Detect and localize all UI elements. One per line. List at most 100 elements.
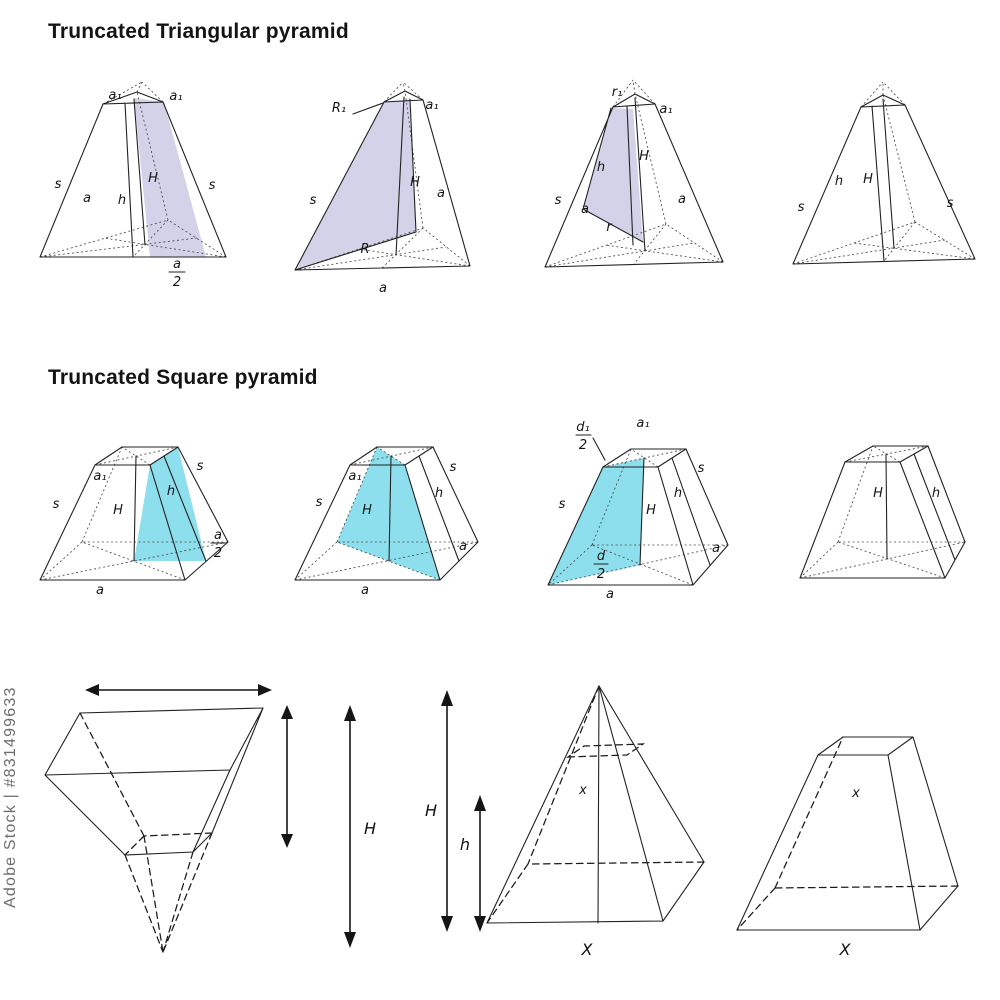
tri3-hidden-lines bbox=[544, 79, 724, 268]
sq1-solid-outline bbox=[39, 446, 229, 581]
tri-diagram-3: r₁ a₁ H h s a r a bbox=[544, 79, 724, 268]
tri1-frac-denominator: 2 bbox=[173, 275, 181, 290]
fig3-H-arrowhead-bottom bbox=[441, 916, 453, 932]
sq3-label-a-right: a bbox=[712, 541, 720, 556]
tri1-label-H: H bbox=[148, 171, 158, 186]
fig1-height-arrowhead-top bbox=[281, 705, 293, 719]
inverted-frustum-figure bbox=[44, 684, 293, 953]
sq2-label-s-top: s bbox=[450, 460, 457, 475]
fig3-dashed-lines bbox=[486, 685, 705, 924]
section-title-triangular: Truncated Triangular pyramid bbox=[48, 20, 349, 43]
fig1-width-arrowhead-left bbox=[85, 684, 99, 696]
sq1-hidden-lines bbox=[39, 446, 229, 581]
tri2-label-R1: R₁ bbox=[332, 101, 346, 116]
tri4-label-h: h bbox=[835, 174, 843, 189]
tri3-label-r: r bbox=[606, 220, 613, 235]
fig4-solid-outline bbox=[736, 736, 959, 931]
sq1-frac-numerator: a bbox=[214, 528, 222, 543]
tri1-frac-numerator: a bbox=[173, 257, 181, 272]
tri4-solid-outline bbox=[792, 94, 976, 265]
fig3-label-h: h bbox=[460, 835, 470, 854]
tri3-label-a-right: a bbox=[678, 192, 686, 207]
sq1-frac-denominator: 2 bbox=[214, 546, 222, 561]
sq3-frac-top-denominator: 2 bbox=[579, 438, 587, 453]
tri2-cross-section bbox=[295, 99, 416, 270]
fig1-solid-outline bbox=[44, 707, 264, 856]
sq2-cross-section bbox=[337, 447, 440, 580]
tri3-label-a-left: a bbox=[581, 202, 589, 217]
sq2-label-a-bottom: a bbox=[361, 583, 369, 598]
tri2-label-R: R bbox=[360, 242, 369, 257]
sq2-label-a-right: a bbox=[459, 539, 467, 554]
sq3-frac-bottom-numerator: d bbox=[597, 549, 606, 564]
sq3-frac-bottom-denominator: 2 bbox=[597, 567, 605, 582]
sq2-solid-outline bbox=[294, 446, 479, 581]
sq-diagram-4: H h bbox=[799, 445, 966, 579]
sq3-label-s-left: s bbox=[559, 497, 566, 512]
tri1-label-a1-right: a₁ bbox=[169, 89, 182, 104]
tri2-label-s: s bbox=[310, 193, 317, 208]
fig3-h-arrowhead-top bbox=[474, 795, 486, 811]
tri2-label-a-right: a bbox=[437, 186, 445, 201]
fig3-label-H: H bbox=[425, 801, 437, 820]
fig3-solid-outline bbox=[486, 685, 705, 924]
sq-diagram-3: d₁ 2 a₁ s s H h a d 2 a bbox=[547, 416, 729, 602]
sq3-solid-outline bbox=[547, 434, 729, 586]
height-arrow-figure: H bbox=[344, 705, 376, 948]
tri3-label-a1: a₁ bbox=[659, 102, 672, 117]
fig3-h-arrowhead-bottom bbox=[474, 916, 486, 932]
fig1-height-arrowhead-bottom bbox=[281, 834, 293, 848]
sq3-hidden-lines bbox=[547, 448, 729, 586]
sq3-cross-section bbox=[548, 458, 644, 585]
fig3-label-x: x bbox=[578, 783, 587, 798]
tri4-label-H: H bbox=[863, 172, 873, 187]
tri3-label-H: H bbox=[639, 149, 649, 164]
sq-diagram-1: s a₁ s H h a 2 a bbox=[39, 446, 229, 598]
fig4-label-X: X bbox=[839, 940, 852, 959]
tri2-label-a1: a₁ bbox=[425, 98, 438, 113]
tri1-solid-outline bbox=[39, 91, 227, 273]
sq2-label-a1: a₁ bbox=[348, 469, 361, 484]
sq4-hidden-lines bbox=[799, 445, 966, 579]
sq1-label-h: h bbox=[167, 484, 175, 499]
tri4-label-s-right: s bbox=[947, 196, 954, 211]
fig3-label-X: X bbox=[581, 940, 594, 959]
sq1-label-a1: a₁ bbox=[93, 469, 106, 484]
sq1-cross-section bbox=[134, 447, 206, 561]
tri-diagram-1: a₁ a₁ s H a h s a 2 bbox=[39, 81, 227, 290]
tri1-label-h: h bbox=[118, 193, 126, 208]
tri3-label-r1: r₁ bbox=[612, 85, 623, 100]
tri1-cross-section bbox=[134, 98, 206, 257]
sq3-label-s-top: s bbox=[698, 461, 705, 476]
fig3-H-arrowhead-top bbox=[441, 690, 453, 706]
tri2-hidden-lines bbox=[294, 81, 471, 271]
sq3-label-H: H bbox=[646, 503, 656, 518]
sq2-hidden-lines bbox=[294, 446, 479, 581]
sq3-label-a1: a₁ bbox=[636, 416, 649, 431]
sq1-label-s-left: s bbox=[53, 497, 60, 512]
tri3-solid-outline bbox=[544, 93, 724, 268]
sq3-label-a-bottom: a bbox=[606, 587, 614, 602]
tri3-label-s: s bbox=[555, 193, 562, 208]
tri4-hidden-lines bbox=[792, 81, 976, 265]
truncated-pyramid-figure: x X bbox=[736, 736, 959, 959]
sq4-label-h: h bbox=[932, 486, 940, 501]
sq2-label-h: h bbox=[435, 486, 443, 501]
tri1-hidden-lines bbox=[39, 81, 227, 258]
sq3-frac-top-numerator: d₁ bbox=[576, 420, 589, 435]
tri2-solid-outline bbox=[294, 90, 471, 271]
tri1-label-s-left: s bbox=[55, 177, 62, 192]
tri3-label-h: h bbox=[597, 160, 605, 175]
section-title-square: Truncated Square pyramid bbox=[48, 366, 318, 389]
fig2-H-arrowhead-top bbox=[344, 705, 356, 721]
sq2-label-s-left: s bbox=[316, 495, 323, 510]
sq4-solid-outline bbox=[799, 445, 966, 579]
sq1-label-H: H bbox=[113, 503, 123, 518]
fig4-dashed-lines bbox=[736, 736, 959, 931]
pyramid-with-section-figure: H h x X bbox=[425, 685, 705, 959]
tri2-label-a-bottom: a bbox=[379, 281, 387, 296]
fig1-width-arrowhead-right bbox=[258, 684, 272, 696]
tri1-label-a1-left: a₁ bbox=[108, 88, 121, 103]
fig1-dashed-lines bbox=[79, 712, 213, 953]
